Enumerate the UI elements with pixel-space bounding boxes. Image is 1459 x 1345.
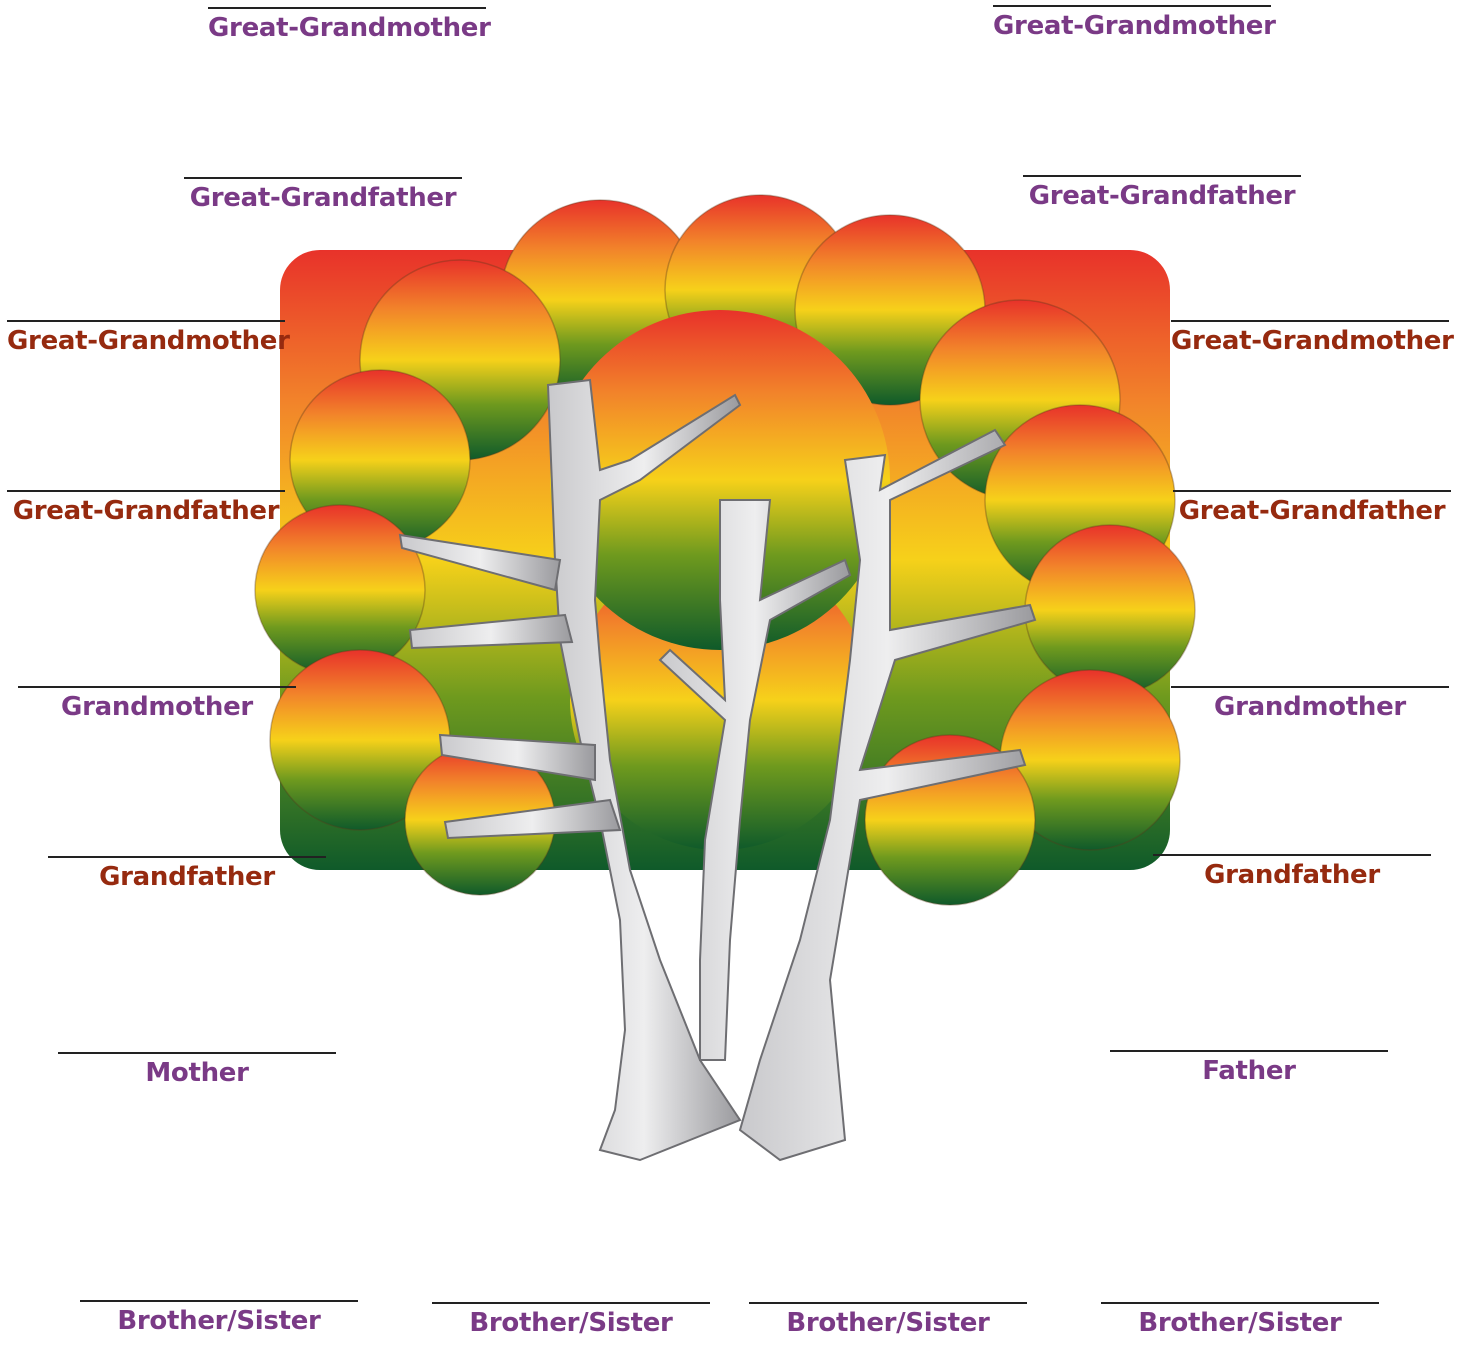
label-brother-sister: Brother/Sister [1101, 1308, 1379, 1338]
name-line[interactable] [1173, 490, 1451, 492]
slot-mother: Mother [58, 1052, 336, 1088]
name-line[interactable] [58, 1052, 336, 1054]
name-line[interactable] [432, 1302, 710, 1304]
name-line[interactable] [1110, 1050, 1388, 1052]
slot-father: Father [1110, 1050, 1388, 1086]
slot-mid-right-great-grandfather: Great-Grandfather [1173, 490, 1451, 526]
slot-mid-right-great-grandmother: Great-Grandmother [1171, 320, 1449, 356]
label-grandmother: Grandmother [18, 692, 296, 722]
slot-sibling-2: Brother/Sister [432, 1302, 710, 1338]
slot-sibling-3: Brother/Sister [749, 1302, 1027, 1338]
label-great-grandfather: Great-Grandfather [184, 183, 462, 213]
label-grandfather: Grandfather [1153, 860, 1431, 890]
label-grandfather: Grandfather [48, 862, 326, 892]
slot-right-grandfather: Grandfather [1153, 854, 1431, 890]
name-line[interactable] [7, 320, 285, 322]
label-brother-sister: Brother/Sister [432, 1308, 710, 1338]
slot-top-left-great-grandmother: Great-Grandmother [208, 7, 486, 43]
name-line[interactable] [184, 177, 462, 179]
name-line[interactable] [48, 856, 326, 858]
name-line[interactable] [1153, 854, 1431, 856]
label-great-grandfather: Great-Grandfather [7, 496, 285, 526]
name-line[interactable] [1101, 1302, 1379, 1304]
slot-sibling-1: Brother/Sister [80, 1300, 358, 1336]
label-brother-sister: Brother/Sister [80, 1306, 358, 1336]
name-line[interactable] [1023, 175, 1301, 177]
slot-mid-left-great-grandfather: Great-Grandfather [7, 490, 285, 526]
label-great-grandmother: Great-Grandmother [7, 326, 285, 356]
slot-upper-left-great-grandfather: Great-Grandfather [184, 177, 462, 213]
name-line[interactable] [1171, 320, 1449, 322]
label-great-grandmother: Great-Grandmother [208, 13, 486, 43]
label-brother-sister: Brother/Sister [749, 1308, 1027, 1338]
label-great-grandmother: Great-Grandmother [1171, 326, 1449, 356]
slot-right-grandmother: Grandmother [1171, 686, 1449, 722]
name-line[interactable] [18, 686, 296, 688]
slot-top-right-great-grandmother: Great-Grandmother [993, 5, 1271, 41]
label-mother: Mother [58, 1058, 336, 1088]
name-line[interactable] [1171, 686, 1449, 688]
slot-upper-right-great-grandfather: Great-Grandfather [1023, 175, 1301, 211]
name-line[interactable] [80, 1300, 358, 1302]
slot-sibling-4: Brother/Sister [1101, 1302, 1379, 1338]
name-line[interactable] [208, 7, 486, 9]
name-line[interactable] [749, 1302, 1027, 1304]
slot-left-grandmother: Grandmother [18, 686, 296, 722]
label-grandmother: Grandmother [1171, 692, 1449, 722]
label-great-grandfather: Great-Grandfather [1023, 181, 1301, 211]
label-great-grandmother: Great-Grandmother [993, 11, 1271, 41]
slot-left-grandfather: Grandfather [48, 856, 326, 892]
label-father: Father [1110, 1056, 1388, 1086]
name-line[interactable] [7, 490, 285, 492]
name-line[interactable] [993, 5, 1271, 7]
label-great-grandfather: Great-Grandfather [1173, 496, 1451, 526]
slot-mid-left-great-grandmother: Great-Grandmother [7, 320, 285, 356]
